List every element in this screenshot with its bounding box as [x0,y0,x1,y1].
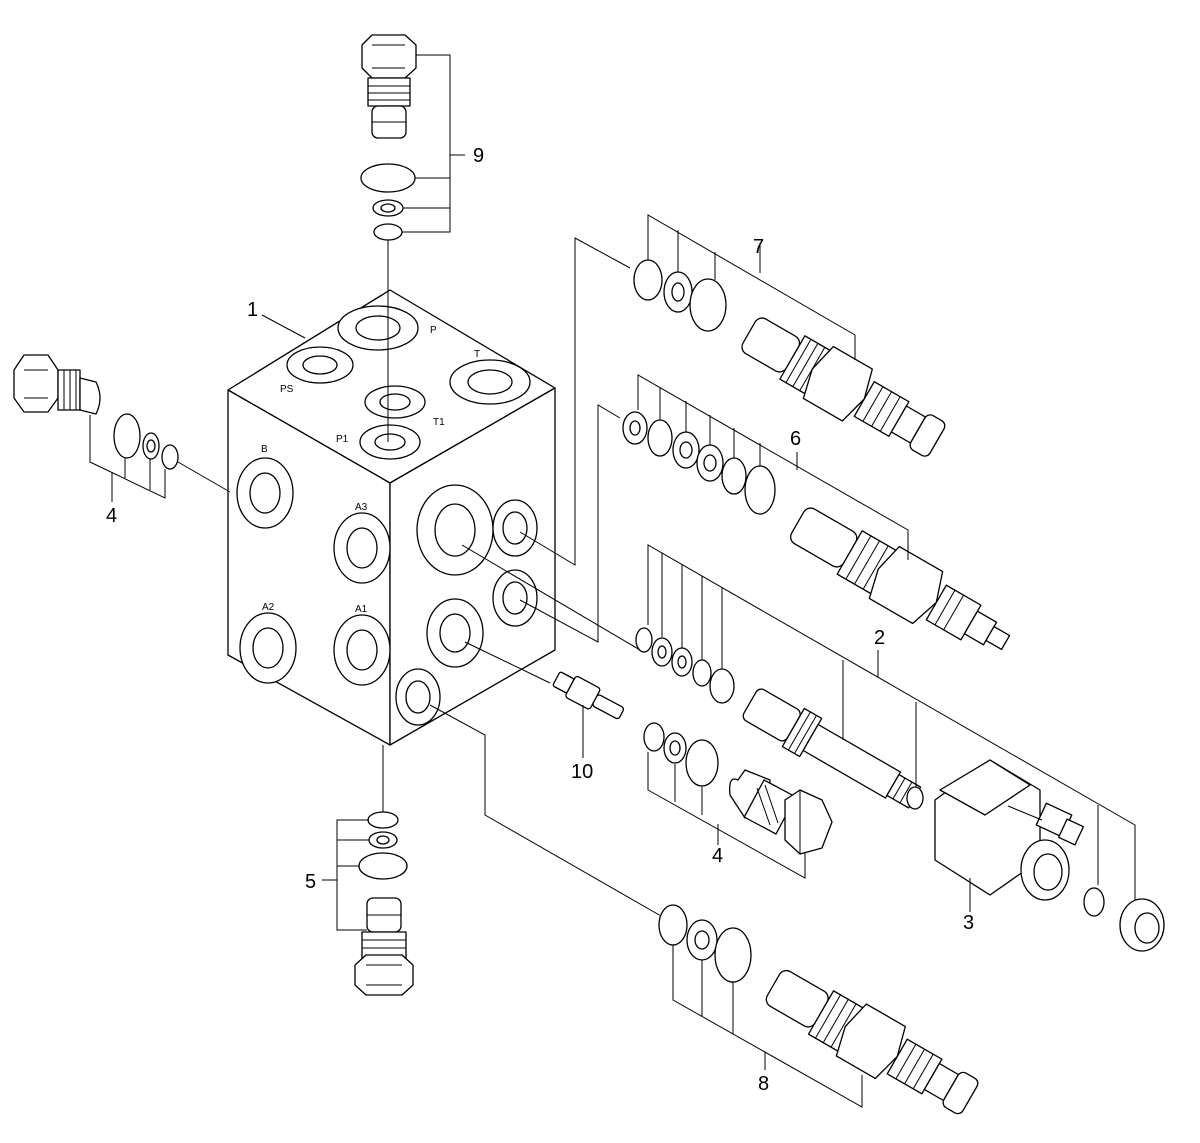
callout-4-left: 4 [106,505,117,527]
cartridge-valve-8 [429,704,979,1115]
leader-bracket-9 [402,54,451,233]
leader-line-6-port [519,404,621,643]
plug-assembly-top [360,34,417,442]
leader-line-2-port [461,544,641,651]
callout-1: 1 [247,299,258,321]
leader-bracket-2 [647,544,1136,900]
leader-bracket-5 [336,819,369,931]
port-label-a1: A1 [355,604,368,615]
plug-assembly-left [13,354,179,470]
port-label-p1: P1 [336,434,349,445]
check-pin-10 [552,671,625,720]
port-label-ps: PS [280,384,294,395]
plug-assembly-bottom [354,745,414,996]
callout-6: 6 [790,428,801,450]
leader-bracket-4-right [647,752,806,879]
port-label-a3: A3 [355,502,368,513]
leader-bracket-8 [672,945,863,1108]
port-label-b: B [261,444,268,455]
callout-2: 2 [874,627,885,649]
leader-bracket-4-left [89,415,166,499]
leader-line-7-port [519,237,631,566]
valve-block [227,289,556,746]
plug-assembly-right [643,722,833,855]
port-label-a2: A2 [262,602,275,613]
solenoid-coil-3 [906,759,1165,952]
leader-line-1 [261,314,306,339]
cartridge-valve-6 [622,411,1011,651]
callout-10: 10 [571,761,593,783]
leader-bracket-6 [637,374,909,560]
callout-5: 5 [305,871,316,893]
port-label-t: T [474,349,480,360]
callout-8: 8 [758,1073,769,1095]
callout-9: 9 [473,145,484,167]
port-label-t1: T1 [433,417,445,428]
callout-4-right: 4 [712,845,723,867]
port-label-p: P [430,325,437,336]
cartridge-valve-7 [633,259,946,457]
callout-7: 7 [753,236,764,258]
leader-bracket-7 [647,214,856,360]
callout-3: 3 [963,912,974,934]
solenoid-cartridge-2 [635,627,922,809]
